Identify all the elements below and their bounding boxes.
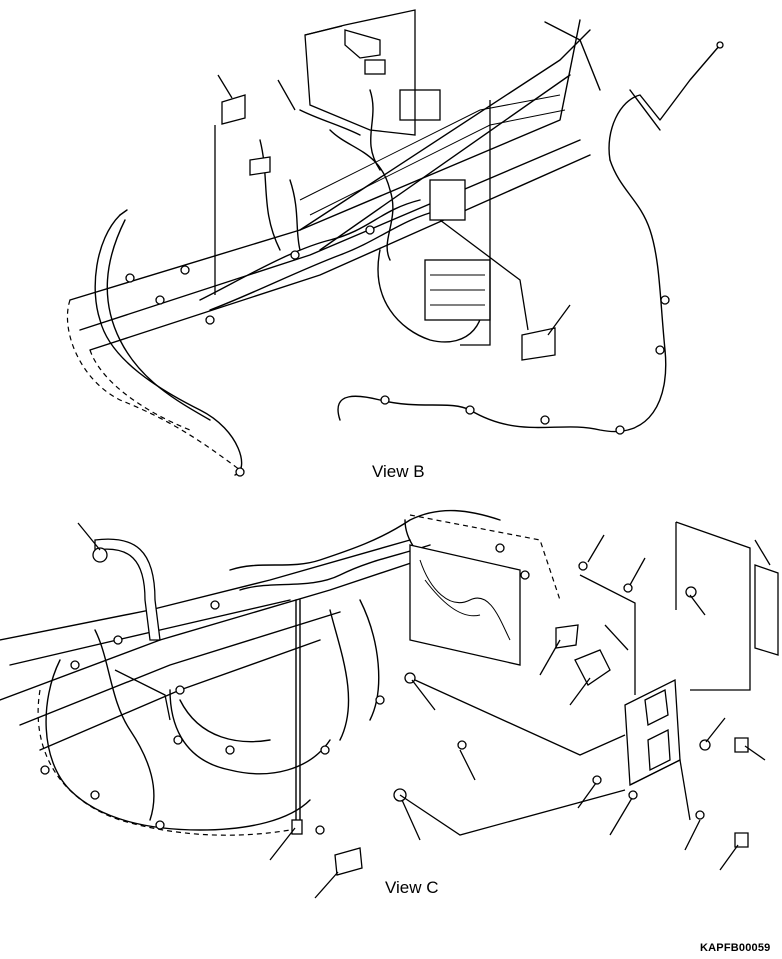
figure-code: KAPFB00059: [700, 942, 771, 954]
view-b-drawing: [66, 9, 724, 477]
view-c-drawing: [0, 509, 779, 899]
view-c-label: View C: [385, 878, 439, 897]
view-b-label: View B: [372, 462, 425, 481]
